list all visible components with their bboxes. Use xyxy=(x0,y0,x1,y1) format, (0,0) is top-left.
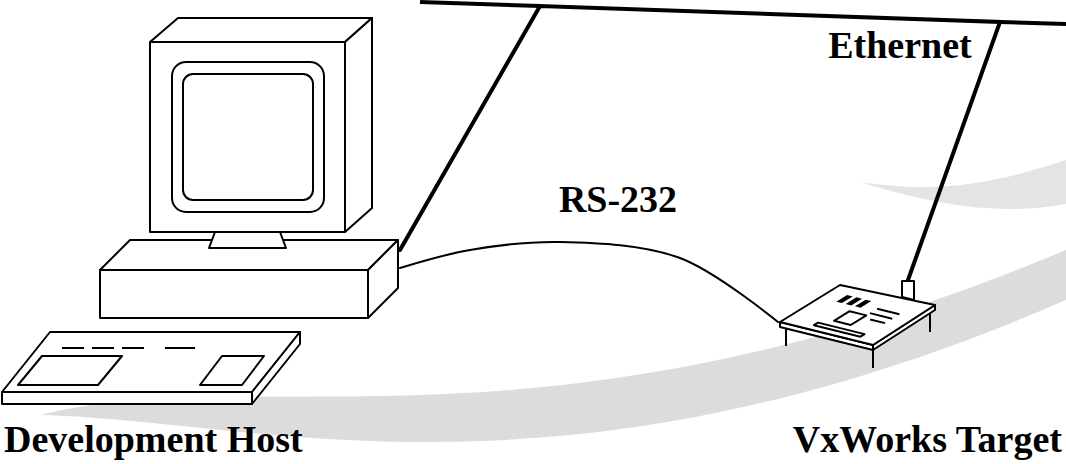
board-leg xyxy=(929,312,931,332)
slot xyxy=(814,323,865,337)
trace xyxy=(877,309,899,315)
trace xyxy=(870,313,892,319)
keyboard-keys xyxy=(62,347,150,349)
ethernet-bus xyxy=(420,2,540,6)
monitor-top xyxy=(150,18,372,42)
network-connector xyxy=(902,281,914,300)
node-caption: Development Host xyxy=(4,418,303,462)
board-leg xyxy=(872,350,874,368)
cpu-front xyxy=(100,270,368,318)
monitor-front xyxy=(150,42,345,232)
cable xyxy=(400,242,778,322)
node-caption: VxWorks Target xyxy=(793,418,1062,462)
keyboard-top xyxy=(2,332,300,392)
monitor-side xyxy=(345,18,372,232)
board-parts xyxy=(803,295,907,337)
board-illustration xyxy=(780,281,935,368)
chip xyxy=(855,300,871,308)
grey-swoosh xyxy=(860,160,1066,209)
cable xyxy=(400,6,1000,280)
trace xyxy=(870,319,885,323)
keyboard-side xyxy=(252,332,300,404)
monitor-bezel xyxy=(172,62,324,212)
cable-label: RS-232 xyxy=(556,178,680,222)
keyboard-keypad xyxy=(200,356,264,385)
chip xyxy=(834,311,866,325)
computer-illustration xyxy=(2,18,398,404)
target-board: VxWorks Target xyxy=(770,280,1066,464)
monitor-stand xyxy=(209,232,286,248)
keyboard-keys xyxy=(165,347,195,349)
ethernet-bus xyxy=(1000,22,1066,24)
keyboard-front xyxy=(2,392,252,404)
development-host: Development Host xyxy=(0,0,400,464)
keyboard-keypad xyxy=(18,356,122,385)
monitor-screen xyxy=(183,74,313,200)
cpu-side xyxy=(368,240,398,318)
cable-label: Ethernet xyxy=(825,24,975,68)
